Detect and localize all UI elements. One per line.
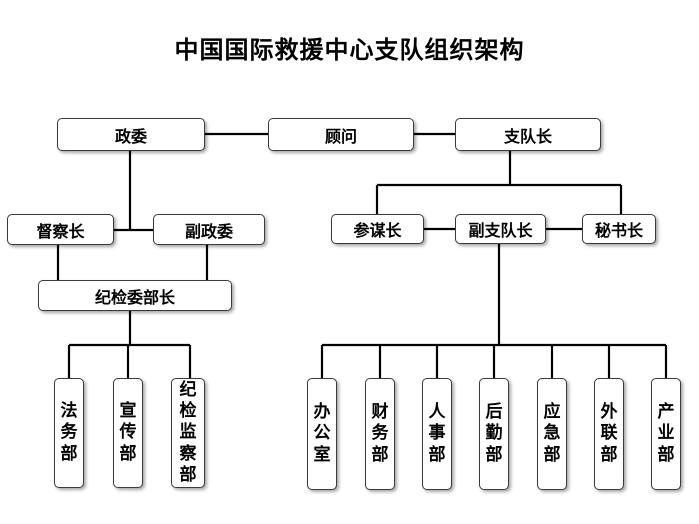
dept-label: 人事部 bbox=[428, 402, 446, 465]
node-label: 副政委 bbox=[184, 221, 233, 241]
dept-emergency: 应急部 bbox=[537, 378, 567, 490]
dept-label: 办公室 bbox=[313, 402, 331, 465]
dept-discipline-supervision: 纪检监察部 bbox=[171, 378, 205, 488]
node-label: 秘书长 bbox=[594, 221, 643, 240]
node-label: 顾问 bbox=[324, 126, 357, 146]
node-secretary-general: 秘书长 bbox=[582, 214, 656, 244]
chart-title: 中国国际救援中心支队组织架构 bbox=[174, 36, 525, 64]
dept-label: 宣传部 bbox=[119, 401, 137, 464]
node-deputy-commissar: 副政委 bbox=[153, 214, 265, 245]
dept-logistics: 后勤部 bbox=[479, 378, 509, 490]
node-label: 政委 bbox=[114, 126, 147, 146]
node-label: 纪检委部长 bbox=[94, 287, 175, 307]
dept-label: 财务部 bbox=[371, 402, 389, 465]
node-discipline-minister: 纪检委部长 bbox=[38, 280, 232, 311]
dept-external-relations: 外联部 bbox=[594, 378, 624, 490]
node-detachment-leader: 支队长 bbox=[455, 118, 601, 151]
node-deputy-leader: 副支队长 bbox=[455, 214, 546, 244]
dept-label: 后勤部 bbox=[485, 402, 503, 465]
node-label: 副支队长 bbox=[468, 221, 533, 240]
dept-office: 办公室 bbox=[307, 378, 337, 490]
dept-industry: 产业部 bbox=[651, 378, 681, 490]
dept-finance: 财务部 bbox=[365, 378, 395, 490]
node-label: 督察长 bbox=[36, 221, 85, 241]
node-political-commissar: 政委 bbox=[57, 118, 205, 151]
dept-personnel: 人事部 bbox=[422, 378, 452, 490]
node-label: 支队长 bbox=[503, 126, 552, 146]
node-chief-of-staff: 参谋长 bbox=[331, 214, 424, 244]
node-label: 参谋长 bbox=[353, 221, 402, 240]
dept-publicity: 宣传部 bbox=[113, 378, 143, 488]
dept-label: 产业部 bbox=[657, 402, 675, 465]
dept-label: 应急部 bbox=[543, 402, 561, 465]
dept-label: 外联部 bbox=[600, 402, 618, 465]
dept-label: 纪检监察部 bbox=[179, 379, 197, 485]
dept-label: 法务部 bbox=[60, 401, 78, 464]
dept-legal: 法务部 bbox=[54, 378, 84, 488]
node-inspector: 督察长 bbox=[7, 214, 114, 245]
node-advisor: 顾问 bbox=[268, 118, 414, 151]
